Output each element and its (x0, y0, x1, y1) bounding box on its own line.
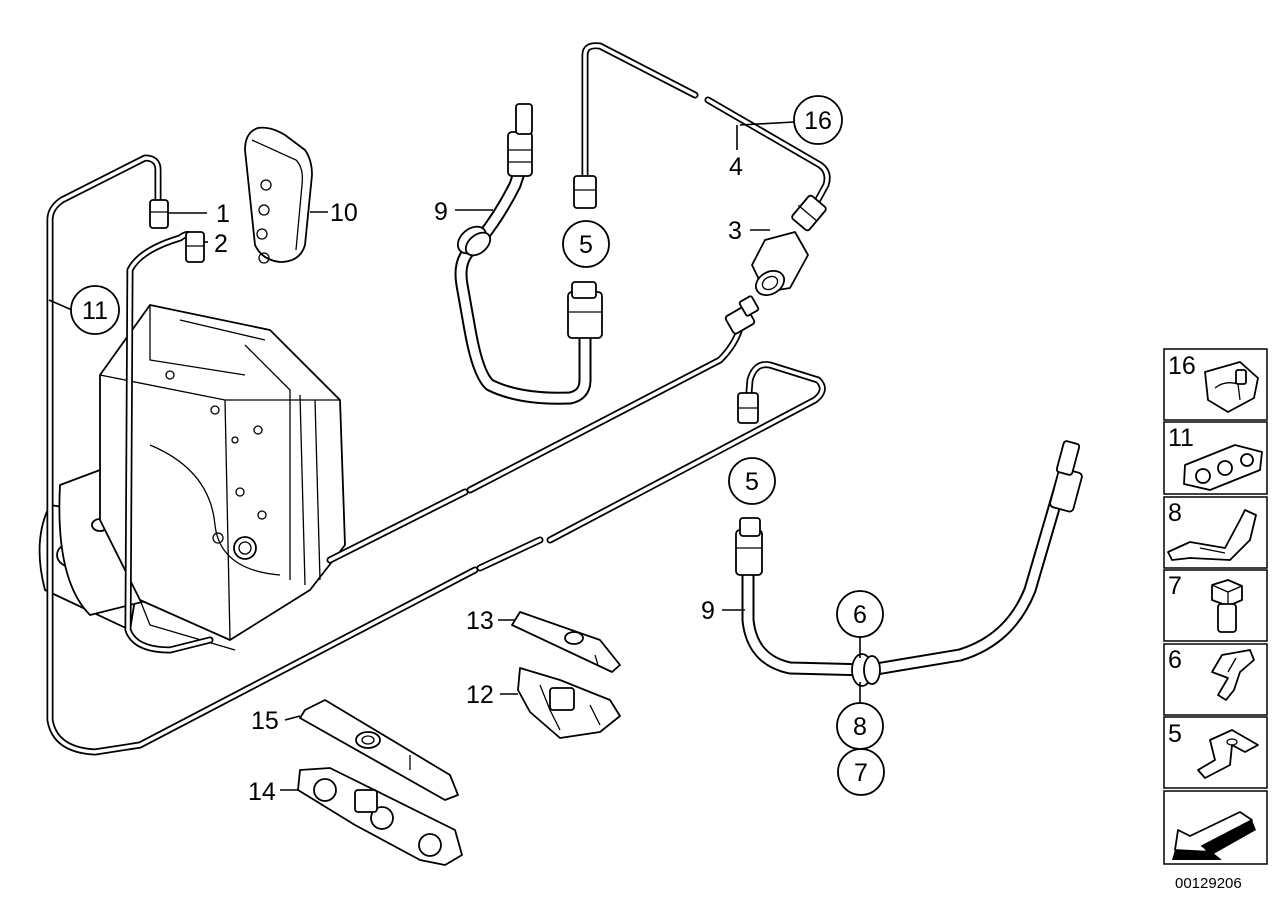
callout-16: 16 (793, 95, 843, 145)
brake-pipe-top (573, 42, 831, 232)
callout-14: 14 (248, 778, 276, 806)
svg-text:9: 9 (701, 597, 715, 625)
brake-pipes-left (46, 154, 479, 756)
svg-text:12: 12 (466, 681, 494, 709)
svg-text:5: 5 (579, 231, 593, 259)
svg-text:7: 7 (1168, 572, 1182, 600)
svg-text:5: 5 (745, 468, 759, 496)
callout-6: 6 (836, 590, 884, 638)
svg-text:3: 3 (728, 217, 742, 245)
callout-12: 12 (466, 681, 494, 709)
union-nut-3 (751, 231, 809, 297)
callout-4: 4 (729, 153, 743, 181)
double-pipe-clip-icon (1183, 444, 1263, 491)
svg-text:10: 10 (330, 199, 358, 227)
svg-text:13: 13 (466, 607, 494, 635)
svg-text:7: 7 (854, 759, 868, 787)
parts-legend: 16 11 8 (1163, 348, 1268, 865)
bracket-icon (1197, 729, 1259, 779)
svg-text:16: 16 (1168, 352, 1196, 380)
leader-lines (48, 121, 861, 791)
bracket-13 (511, 611, 621, 673)
svg-text:1: 1 (216, 200, 230, 228)
callout-13: 13 (466, 607, 494, 635)
callout-1: 1 (216, 200, 230, 228)
hydraulic-unit (38, 304, 346, 651)
clip-14 (297, 767, 463, 866)
svg-text:4: 4 (729, 153, 743, 181)
document-id: 00129206 (1175, 875, 1242, 892)
callout-7: 7 (837, 748, 885, 796)
svg-text:2: 2 (214, 230, 228, 258)
brake-hose-top (454, 103, 603, 405)
clip-12 (517, 667, 621, 739)
svg-text:9: 9 (434, 198, 448, 226)
grommet-plate-10 (244, 126, 313, 264)
mounting-bracket-icon (1167, 509, 1257, 561)
svg-text:14: 14 (248, 778, 276, 806)
brake-pipe-center (326, 295, 826, 572)
legend-item-8: 8 (1163, 496, 1268, 569)
arrow-icon[interactable] (1172, 811, 1256, 860)
svg-text:6: 6 (853, 601, 867, 629)
svg-text:6: 6 (1168, 646, 1182, 674)
legend-item-16: 16 (1163, 348, 1268, 421)
callout-9-top: 9 (434, 198, 448, 226)
callout-15: 15 (251, 707, 279, 735)
callout-3: 3 (728, 217, 742, 245)
callout-5-top: 5 (562, 220, 610, 268)
callout-8: 8 (836, 702, 884, 750)
brake-hose-bottom (735, 440, 1083, 687)
callout-5-bottom: 5 (728, 457, 776, 505)
svg-text:5: 5 (1168, 720, 1182, 748)
hex-bolt-icon (1211, 579, 1243, 633)
svg-text:8: 8 (853, 713, 867, 741)
bracket-15 (299, 699, 459, 801)
svg-text:15: 15 (251, 707, 279, 735)
spring-clip-icon (1211, 649, 1255, 701)
callout-11: 11 (70, 285, 120, 335)
callout-9-bottom: 9 (701, 597, 715, 625)
svg-text:11: 11 (82, 297, 108, 325)
legend-item-7: 7 (1163, 569, 1268, 642)
legend-item-5: 5 (1163, 716, 1268, 789)
legend-item-11: 11 (1163, 421, 1268, 495)
legend-nav[interactable] (1163, 790, 1268, 865)
legend-item-6: 6 (1163, 643, 1268, 716)
svg-text:8: 8 (1168, 499, 1182, 527)
svg-text:16: 16 (804, 107, 832, 135)
callout-2: 2 (214, 230, 228, 258)
svg-text:00129206: 00129206 (1175, 875, 1242, 892)
bracket-clip-icon (1204, 361, 1259, 413)
callout-10: 10 (330, 199, 358, 227)
svg-text:11: 11 (1168, 424, 1194, 452)
